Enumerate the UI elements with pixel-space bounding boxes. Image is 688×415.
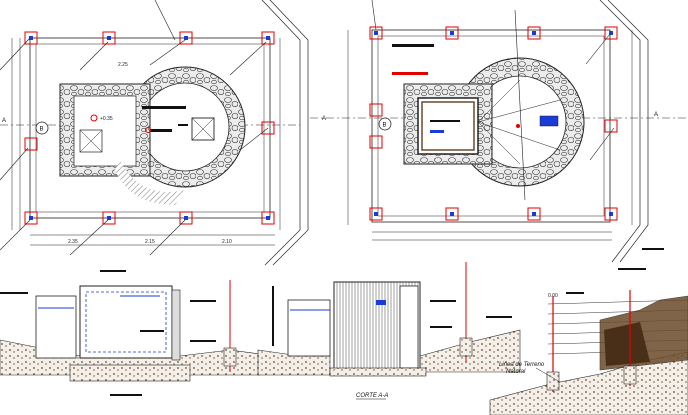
plan-left-outer-frame [29,37,271,219]
section-mark-right-b: A [654,112,658,118]
elev-mark: +0.35 [100,116,113,122]
section-right: 0.00 Linea de Terreno Natural [489,290,688,415]
plan-right-outer-frame [371,29,611,223]
callout-bubble [35,121,49,135]
section-mid-caption: CORTE A-A [356,393,388,399]
dim-bottom-2: 2.15 [145,239,155,245]
section-mark-right-a: A [322,116,326,122]
callout-bubble-right [378,117,392,131]
callout-label: B [40,127,44,133]
ground-label-line2: Natural [506,369,526,375]
plan-right: B A A [310,0,688,270]
section-left [0,270,261,396]
section-mid: CORTE A-A [257,262,521,400]
section-mark-left: A [2,118,6,124]
level-mark: 0.00 [548,293,558,299]
dim-top-1: 2.25 [118,62,128,68]
ground-label-line1: Linea de Terreno [499,362,545,368]
dim-bottom-1: 2.35 [68,239,78,245]
plan-left: +0.35 B A 2.35 2.15 2.10 2.25 [0,0,309,266]
dim-bottom-3: 2.10 [222,239,232,245]
callout-label-right: B [383,123,387,129]
